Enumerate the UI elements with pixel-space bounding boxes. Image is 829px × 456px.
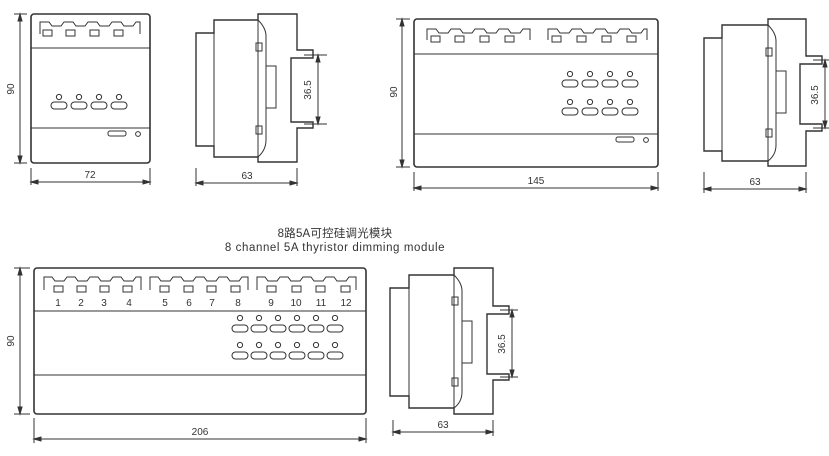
large-module-terminal-numbers: 1 2 3 4 5 6 7 8 9 10 11 12: [55, 298, 352, 309]
terminal-number: 5: [162, 298, 168, 309]
small-module-status-led: [135, 131, 141, 137]
large-module-depth-label: 63: [437, 420, 449, 431]
medium-module-depth-label: 63: [749, 177, 761, 188]
small-module-front-view: [30, 13, 151, 164]
small-module-dim-rail: 36.5: [303, 53, 327, 126]
terminal-number: 6: [186, 298, 192, 309]
large-module-dim-depth: 63: [391, 420, 495, 436]
large-module-height-label: 90: [6, 335, 17, 347]
terminal-number: 9: [268, 298, 274, 309]
medium-module-indicators: [561, 70, 639, 116]
caption-chinese: 8路5A可控硅调光模块: [277, 228, 393, 240]
small-module-side-profile: [195, 13, 314, 163]
small-module-indicators: [50, 93, 128, 110]
large-module-terminal-block-2: [149, 276, 249, 293]
small-module-width-label: 72: [84, 170, 96, 181]
medium-module-terminal-block-left: [426, 28, 531, 43]
large-module-dim-height: 90: [6, 266, 30, 416]
large-module-indicators: [231, 314, 344, 360]
terminal-number: 4: [126, 298, 132, 309]
medium-module-dim-width: 145: [412, 172, 660, 191]
large-module-width-label: 206: [192, 427, 209, 438]
medium-module-rail-label: 36.5: [810, 85, 821, 105]
medium-module-terminal-block-right: [547, 28, 648, 43]
terminal-number: 1: [55, 298, 61, 309]
small-module-depth-label: 63: [241, 171, 253, 182]
terminal-number: 12: [340, 298, 352, 309]
large-module-side-profile: [389, 267, 510, 415]
large-module-rail-label: 36.5: [497, 334, 508, 354]
medium-module-width-label: 145: [528, 176, 545, 187]
terminal-number: 11: [316, 298, 327, 309]
large-module-terminal-block-3: [256, 276, 357, 293]
large-module-front-view: 1 2 3 4 5 6 7 8 9 10 11 12: [33, 267, 367, 415]
terminal-number: 7: [209, 298, 215, 309]
medium-module-status-led: [643, 137, 649, 143]
small-module-dim-height: 90: [6, 12, 27, 165]
large-module-terminal-block-1: [43, 276, 142, 293]
medium-module-height-label: 90: [389, 86, 400, 98]
terminal-number: 3: [101, 298, 107, 309]
medium-module-dim-rail: 36.5: [810, 58, 829, 130]
small-module-terminal-block: [39, 21, 141, 37]
small-module-dim-depth: 63: [194, 168, 299, 186]
medium-module-dim-height: 90: [389, 17, 410, 169]
terminal-number: 8: [235, 298, 241, 309]
medium-module-front-view: [413, 18, 659, 168]
small-module-dim-width: 72: [29, 168, 152, 185]
terminal-number: 2: [78, 298, 84, 309]
small-module-height-label: 90: [6, 83, 17, 95]
caption-english: 8 channel 5A thyristor dimming module: [224, 242, 446, 254]
medium-module-label-slot: [615, 136, 635, 143]
small-module-rail-label: 36.5: [303, 80, 314, 100]
medium-module-side-profile: [703, 18, 823, 167]
medium-module-dim-depth: 63: [702, 172, 808, 193]
large-module-dim-width: 206: [32, 418, 368, 443]
terminal-number: 10: [290, 298, 302, 309]
large-module-dim-rail: 36.5: [497, 308, 518, 379]
small-module-label-slot: [107, 130, 127, 137]
